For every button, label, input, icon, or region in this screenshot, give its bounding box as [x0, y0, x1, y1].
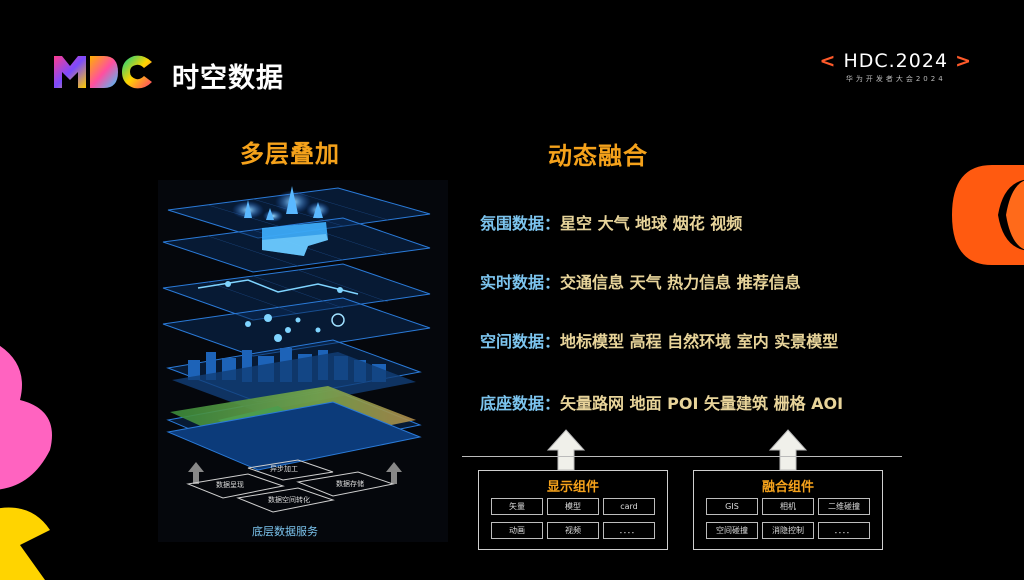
chip-vector: 矢量: [491, 498, 543, 515]
chip-camera: 相机: [762, 498, 814, 515]
up-arrow-icon: [768, 429, 808, 470]
data-row-key: 实时数据：: [480, 273, 561, 292]
data-row-realtime: 实时数据：交通信息 天气 热力信息 推荐信息: [480, 269, 801, 293]
chip-spatial-collision: 空间碰撞: [706, 522, 758, 539]
chip-occlusion-control: 消隐控制: [762, 522, 814, 539]
layer-stack-illustration: [162, 186, 431, 513]
event-logo: < HDC.2024 > 华为开发者大会2024: [819, 50, 972, 84]
chip-more: ．．．．: [603, 522, 655, 539]
chip-gis: GIS: [706, 498, 758, 515]
section-title-dynamic-fusion: 动态融合: [548, 142, 648, 170]
chip-2d-collision: 二维碰撞: [818, 498, 870, 515]
layer-label-data-storage: 数据存储: [336, 480, 364, 488]
chip-more: ．．．．: [818, 522, 870, 539]
chip-animation: 动画: [491, 522, 543, 539]
chip-card: card: [603, 498, 655, 515]
decorative-petal-shapes: [0, 345, 52, 580]
hdc-brand-logo: [54, 55, 152, 89]
data-row-base: 底座数据：矢量路网 地面 POI 矢量建筑 栅格 AOI: [480, 390, 843, 414]
data-row-key: 空间数据：: [480, 332, 561, 351]
event-subtitle: 华为开发者大会2024: [845, 75, 946, 83]
data-row-value: 交通信息 天气 热力信息 推荐信息: [560, 273, 801, 292]
data-row-value: 地标模型 高程 自然环境 室内 实景模型: [560, 332, 839, 351]
data-row-key: 氛围数据：: [480, 214, 561, 233]
data-row-key: 底座数据：: [480, 394, 561, 413]
layered-map-graphic: 异步加工 数据呈现 数据存储 数据空间转化 底层数据服务: [158, 180, 448, 542]
data-row-value: 矢量路网 地面 POI 矢量建筑 栅格 AOI: [560, 394, 844, 413]
section-title-multilayer: 多层叠加: [240, 140, 340, 168]
display-components-title: 显示组件: [546, 480, 599, 495]
layer-caption: 底层数据服务: [252, 525, 318, 538]
decorative-orange-shape: [952, 165, 1024, 265]
data-row-value: 星空 大气 地球 烟花 视频: [560, 214, 743, 233]
layer-label-async-processing: 异步加工: [270, 465, 298, 473]
chip-video: 视频: [547, 522, 599, 539]
data-row-spatial: 空间数据：地标模型 高程 自然环境 室内 实景模型: [480, 328, 838, 352]
fusion-components-title: 融合组件: [761, 480, 814, 495]
divider-line: [462, 456, 902, 457]
page-title: 时空数据: [172, 63, 284, 94]
display-components-box: 显示组件 矢量 模型 card 动画 视频 ．．．．: [478, 470, 668, 550]
layer-label-data-presentation: 数据呈现: [216, 481, 244, 489]
up-arrow-icon: [546, 429, 586, 470]
fusion-components-box: 融合组件 GIS 相机 二维碰撞 空间碰撞 消隐控制 ．．．．: [693, 470, 883, 550]
layer-label-spatial-transform: 数据空间转化: [268, 496, 310, 504]
data-row-atmosphere: 氛围数据：星空 大气 地球 烟花 视频: [480, 210, 742, 234]
event-name: < HDC.2024 >: [819, 50, 972, 72]
chip-model: 模型: [547, 498, 599, 515]
